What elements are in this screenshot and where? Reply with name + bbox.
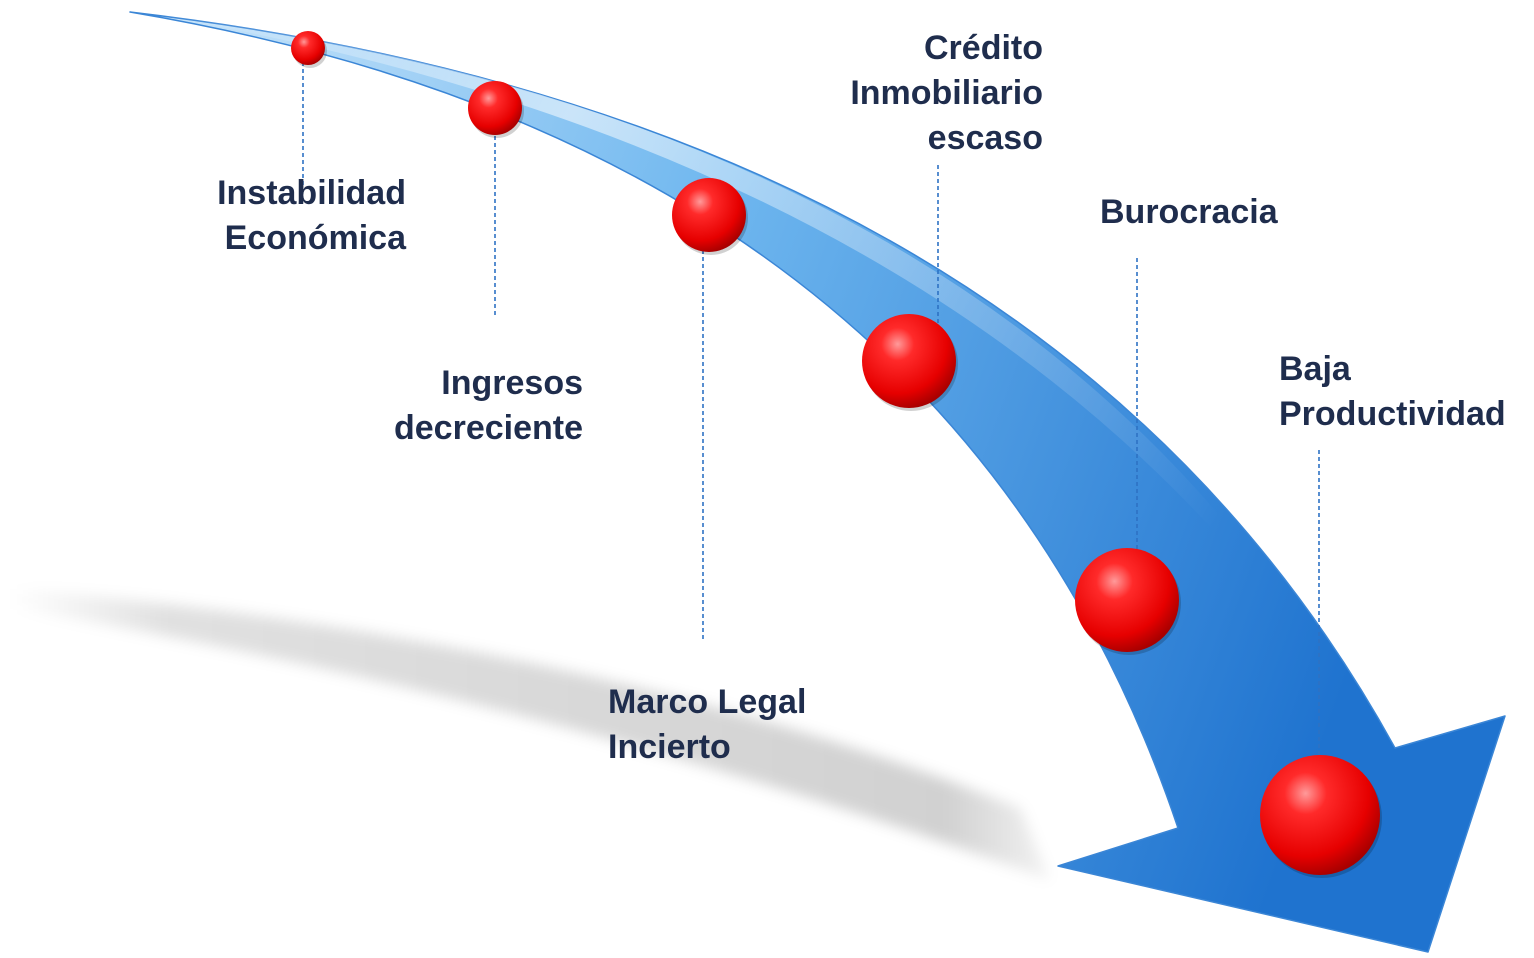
- label-instabilidad-economica: Instabilidad Económica: [196, 171, 406, 261]
- label-line: Inmobiliario: [850, 74, 1043, 112]
- label-line: Económica: [224, 219, 406, 257]
- label-line: Ingresos: [441, 364, 583, 402]
- red-sphere-icon: [672, 178, 746, 252]
- label-line: Baja: [1279, 350, 1351, 388]
- label-ingresos-decreciente: Ingresos decreciente: [350, 361, 583, 451]
- red-sphere-icon: [468, 81, 522, 135]
- label-line: Instabilidad: [217, 174, 406, 212]
- red-sphere-icon: [862, 314, 956, 408]
- label-baja-productividad: Baja Productividad: [1279, 347, 1506, 437]
- arrow-shadow: [10, 588, 1050, 880]
- label-line: decreciente: [394, 409, 583, 447]
- label-burocracia: Burocracia: [1100, 190, 1278, 235]
- red-sphere-icon: [1260, 755, 1380, 875]
- red-sphere-icon: [1075, 548, 1179, 652]
- label-marco-legal-incierto: Marco Legal Incierto: [608, 680, 806, 770]
- red-sphere-icon: [291, 31, 325, 65]
- label-line: Incierto: [608, 728, 731, 766]
- label-line: Marco Legal: [608, 683, 807, 721]
- label-line: escaso: [927, 119, 1043, 157]
- label-line: Burocracia: [1100, 193, 1278, 231]
- label-line: Crédito: [924, 29, 1043, 67]
- label-line: Productividad: [1279, 395, 1506, 433]
- curved-down-arrow: [129, 11, 1506, 953]
- label-credito-inmobiliario-escaso: Crédito Inmobiliario escaso: [790, 26, 1043, 161]
